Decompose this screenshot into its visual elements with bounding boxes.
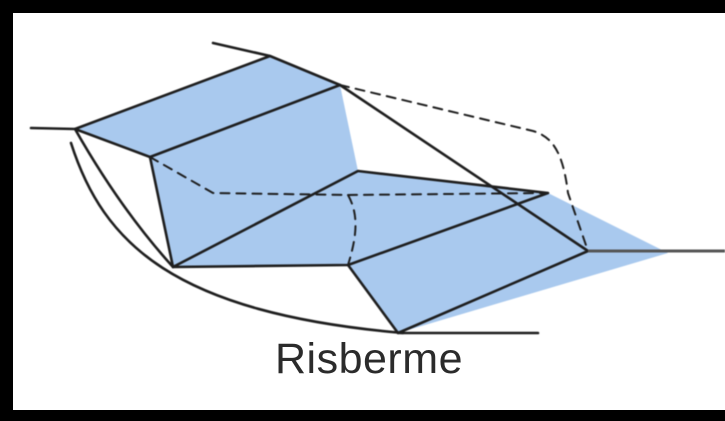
toe-slope-surface (348, 193, 668, 333)
surface-edge-line (338, 83, 590, 253)
risberme-diagram (29, 41, 725, 335)
lower-slope-surface (150, 85, 358, 267)
image-canvas: Risberme (13, 13, 725, 410)
lower-slope-outline (73, 127, 175, 269)
sliding-curve (69, 141, 405, 335)
diagram-caption: Risberme (275, 335, 463, 383)
original-profile-dashed (339, 84, 589, 252)
upper-slope-surface (75, 56, 340, 157)
berm-surface (173, 171, 548, 267)
berm-dashed-line (347, 192, 549, 196)
